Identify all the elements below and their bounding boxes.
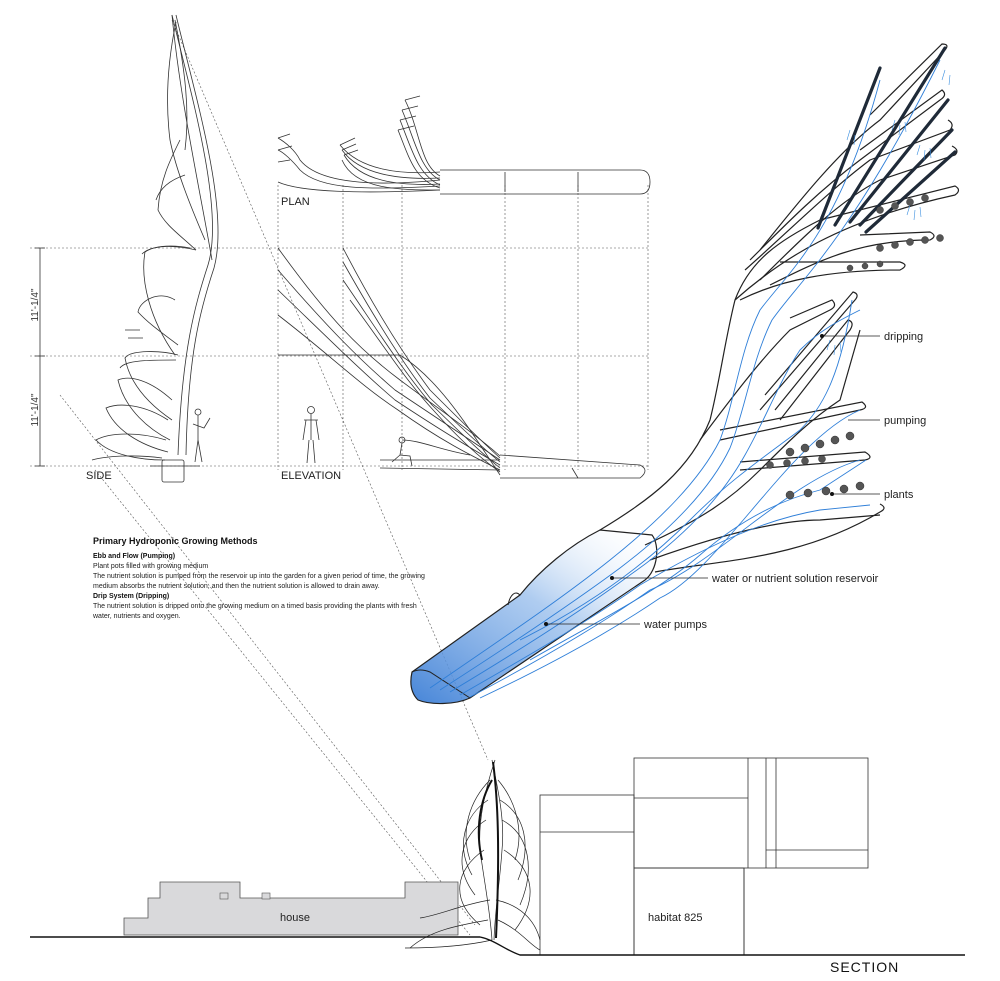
side-view-drawing (91, 14, 219, 483)
label-side: SIDE (86, 470, 112, 482)
person-figure-side (192, 408, 211, 463)
callout-dripping: dripping (884, 331, 923, 343)
plan-view-drawing (277, 95, 651, 195)
description-title: Primary Hydroponic Growing Methods (93, 536, 258, 546)
callout-pumps: water pumps (643, 619, 707, 631)
callout-leaders (546, 335, 880, 625)
ebb-flow-line-3: medium absorbs the nutrient solution, an… (93, 583, 380, 590)
house-shape (123, 881, 459, 936)
ground-line (30, 936, 965, 956)
nutrient-flow-lines (429, 59, 941, 699)
callout-dots (544, 334, 834, 626)
drip-system-line-2: water, nutrients and oxygen. (92, 613, 181, 620)
label-plan: PLAN (281, 196, 310, 208)
habitat-building (539, 757, 869, 956)
drip-system-title: Drip System (Dripping) (93, 593, 169, 600)
ebb-flow-line-1: Plant pots filled with growing medium (93, 563, 208, 570)
dimension-marks (35, 247, 45, 467)
elevation-view-drawing (277, 247, 646, 479)
dimension-lower: 11'-1/4" (30, 393, 41, 427)
callout-reservoir: water or nutrient solution reservoir (711, 573, 879, 585)
house-label: house (280, 912, 310, 924)
tube-bands (816, 46, 957, 234)
description-block: Primary Hydroponic Growing Methods Ebb a… (92, 536, 425, 620)
section-tree-core (477, 761, 500, 939)
axonometric-model: dripping pumping plants water or nutrien… (410, 43, 960, 705)
ebb-flow-title: Ebb and Flow (Pumping) (93, 553, 175, 560)
dimension-upper: 11'-1/4" (30, 288, 41, 322)
drip-system-line-1: The nutrient solution is dripped onto th… (93, 603, 417, 610)
section-view-drawing: house habitat 825 (30, 757, 965, 975)
label-section: SECTION (830, 959, 899, 975)
ebb-flow-line-2: The nutrient solution is pumped from the… (93, 573, 425, 580)
habitat-label: habitat 825 (648, 912, 702, 924)
plant-clusters (766, 194, 944, 500)
projection-lines (30, 19, 650, 936)
person-figure-elevation (302, 406, 413, 467)
drip-marks (826, 69, 951, 356)
label-elevation: ELEVATION (281, 470, 341, 482)
callout-pumping: pumping (884, 415, 926, 427)
callout-plants: plants (884, 489, 914, 501)
